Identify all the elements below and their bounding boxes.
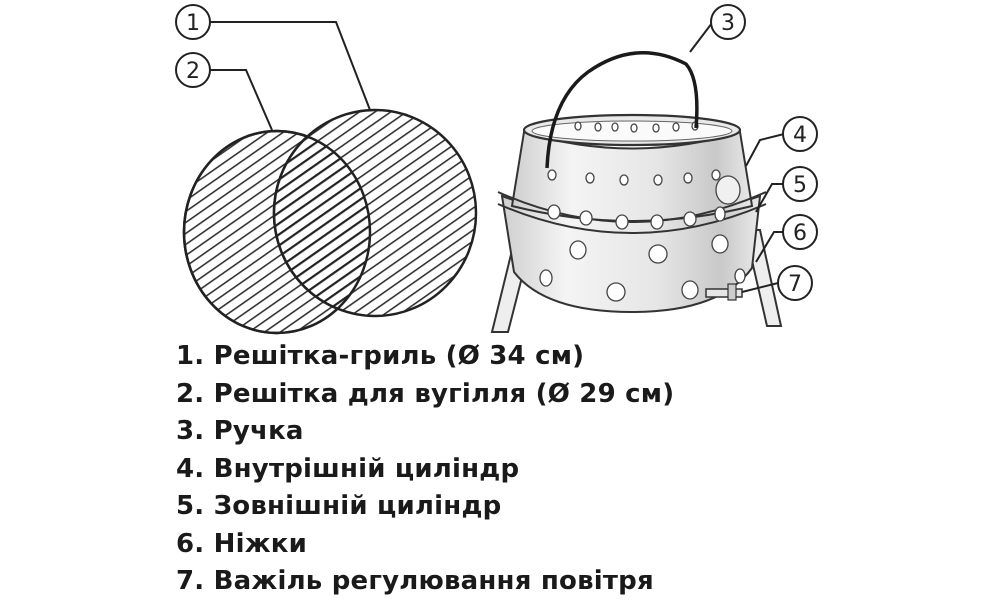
callout-1: 1 <box>175 4 211 40</box>
legend-item-1: 1. Решітка-гриль (Ø 34 см) <box>176 341 585 371</box>
legend-item-2: 2. Решітка для вугілля (Ø 29 см) <box>176 378 675 409</box>
legend-item-7: 7. Важіль регулювання повітря <box>176 566 654 596</box>
svg-text:6: 6 <box>793 221 807 246</box>
callout-6: 6 <box>782 214 818 250</box>
leader-line-7 <box>741 282 779 293</box>
leader-line-4 <box>745 133 785 167</box>
handle <box>545 51 699 169</box>
callout-5: 5 <box>782 166 818 202</box>
callout-7: 7 <box>777 265 813 301</box>
svg-text:1: 1 <box>186 11 200 36</box>
parts-legend: 1. Решітка-гриль (Ø 34 см) 2. Решітка дл… <box>176 338 876 601</box>
svg-text:4: 4 <box>793 123 807 148</box>
legend-item-3: 3. Ручка <box>176 416 304 446</box>
svg-text:7: 7 <box>788 272 802 297</box>
leader-line-3 <box>689 22 713 53</box>
leader-line-1 <box>210 21 371 111</box>
grill-diagram: 1 2 3 4 5 6 7 <box>175 4 818 335</box>
legend-item-5: 5. Зовнішній циліндр <box>176 491 502 521</box>
inner-cylinder <box>510 130 754 222</box>
leader-line-2 <box>210 69 273 131</box>
callout-3: 3 <box>710 4 746 40</box>
svg-text:3: 3 <box>721 11 735 36</box>
leader-line-6 <box>755 231 784 263</box>
svg-text:5: 5 <box>793 173 807 198</box>
support-ring <box>497 191 767 223</box>
legend-item-6: 6. Ніжки <box>176 528 308 559</box>
callout-2: 2 <box>175 52 211 88</box>
leader-line-5 <box>755 183 784 213</box>
air-lever <box>705 283 743 301</box>
callout-4: 4 <box>782 116 818 152</box>
legend-item-4: 4. Внутрішній циліндр <box>176 453 520 484</box>
svg-text:2: 2 <box>186 59 200 84</box>
stove-body <box>490 51 783 333</box>
grill-grate <box>182 108 478 335</box>
